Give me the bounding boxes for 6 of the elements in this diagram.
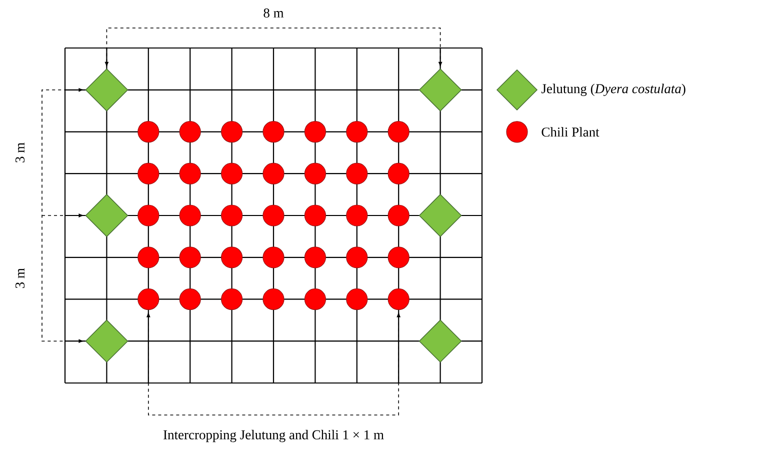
legend-label: Chili Plant — [542, 127, 600, 137]
dimension-label: 3 m — [15, 268, 25, 288]
caption: Intercropping Jelutung and Chili 1 × 1 m — [164, 430, 384, 442]
dimension-label: 8 m — [264, 8, 284, 18]
dimension-label: 3 m — [15, 142, 25, 162]
legend-label: Jelutung (Dyera costulata) — [542, 84, 686, 96]
